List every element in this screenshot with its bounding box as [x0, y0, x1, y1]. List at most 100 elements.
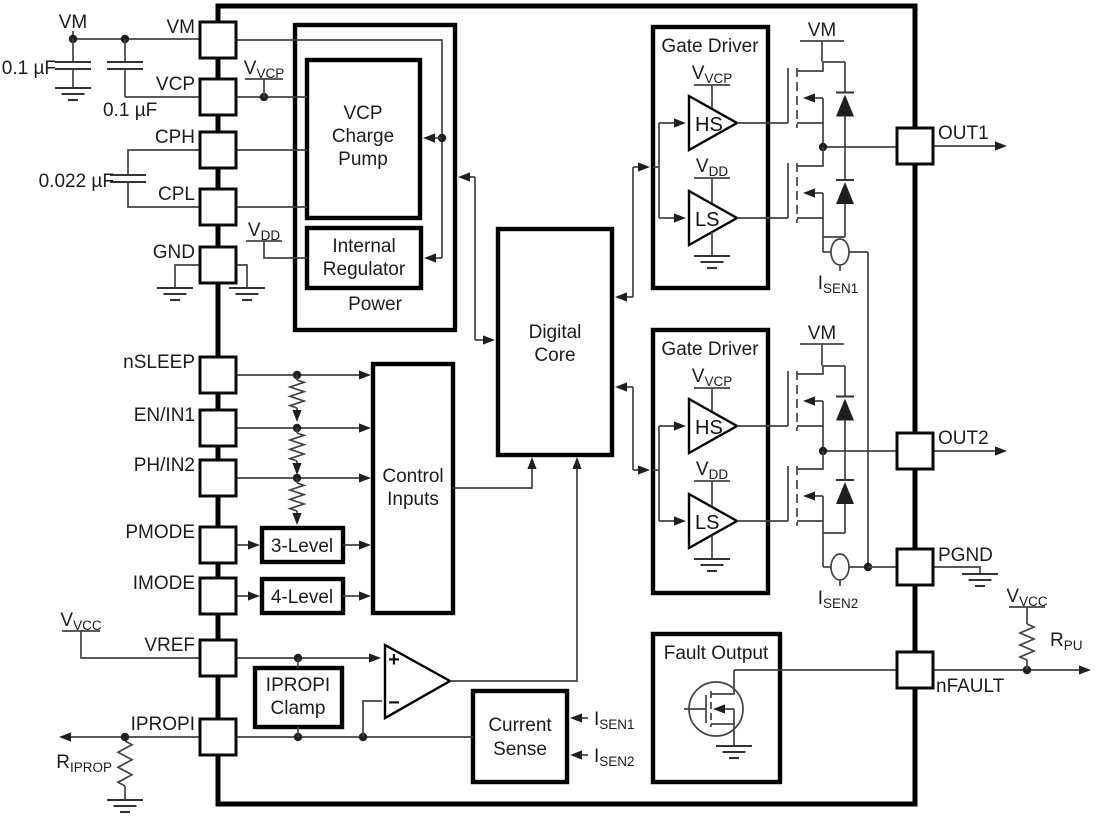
- hs1-mosfet-body-arrow: [803, 93, 815, 103]
- ls1-mosfet-source: [797, 217, 824, 252]
- control-inputs-label: Control: [382, 466, 443, 487]
- control-out-wire: [453, 462, 533, 489]
- cs-isen2-label: ISEN2: [594, 746, 635, 769]
- hb1-vm-label: VM: [808, 20, 837, 41]
- pin-vcp: [198, 77, 238, 117]
- current-sense-label: Current: [488, 715, 552, 736]
- comparator-minus: −: [388, 692, 400, 714]
- pin-ipropi-label: IPROPI: [131, 714, 195, 735]
- arrowhead: [483, 335, 495, 345]
- pin-out2-label: OUT2: [938, 428, 989, 449]
- isen1-label: ISEN1: [818, 273, 859, 296]
- charge-pump-label: Charge: [332, 126, 394, 147]
- digital-core-label: Core: [534, 345, 575, 366]
- pin-vm: [198, 20, 238, 60]
- block-internal-regulator: [304, 225, 424, 291]
- arrowhead: [1079, 665, 1091, 675]
- pin-gnd: [198, 245, 238, 285]
- arrowhead: [369, 653, 381, 663]
- vvcp-tap-label: VVCP: [244, 58, 284, 81]
- rpu-resistor: [1017, 623, 1037, 661]
- pin-gnd-label: GND: [153, 242, 195, 263]
- isen1-sensor-icon: [830, 238, 850, 266]
- vm-internal-rail: [236, 39, 443, 258]
- block-digital-core: [495, 226, 615, 458]
- pin-ipropi: [198, 717, 238, 757]
- fault-source: [711, 723, 735, 745]
- fault-body-arrow: [713, 704, 725, 714]
- isen2-label: ISEN2: [818, 588, 859, 611]
- internal-regulator-label: Internal: [332, 236, 395, 257]
- power-label: Power: [348, 294, 403, 315]
- ls2-mosfet-body-arrow: [803, 491, 815, 501]
- hs2-mosfet-source: [797, 425, 824, 451]
- pin-pgnd-label: PGND: [938, 545, 993, 566]
- pin-vcp-label: VCP: [156, 74, 195, 95]
- hs2-mosfet-body-arrow: [803, 396, 815, 406]
- ls2-mosfet-drain: [797, 451, 824, 470]
- pin-en-in1-label: EN/IN1: [134, 405, 195, 426]
- ls2-body-diode-triangle: [836, 482, 854, 504]
- hs2-body-diode-triangle: [836, 398, 854, 421]
- arrowhead: [424, 253, 436, 263]
- digital-core-label: Digital: [529, 322, 582, 343]
- hs2-mosfet-drain: [797, 366, 824, 375]
- pin-imode-label: IMODE: [133, 573, 195, 594]
- arrowhead: [995, 446, 1007, 456]
- block-control-inputs: [370, 361, 456, 616]
- ls2-mosfet-source: [797, 520, 824, 567]
- pin-ph-in2: [198, 458, 238, 498]
- gd1-vvcp-label: VVCP: [692, 63, 732, 86]
- charge-pump-label: Pump: [338, 149, 388, 170]
- cap2-value-label: 0.1 µF: [103, 100, 157, 121]
- arrowhead: [248, 591, 260, 601]
- pin-cpl: [198, 187, 238, 227]
- pin-out1-label: OUT1: [938, 123, 989, 144]
- ipropi-clamp-label: Clamp: [271, 698, 326, 719]
- arrowhead: [359, 473, 371, 483]
- arrowhead: [359, 370, 371, 380]
- block-gate-driver-2: [650, 327, 771, 596]
- ls2-driver-triangle: [687, 491, 740, 551]
- gnd-wire: [174, 264, 200, 287]
- cs-isen1-label: ISEN1: [594, 709, 635, 732]
- block-gate-driver-1: [650, 24, 771, 291]
- block-current-sense: [470, 688, 570, 785]
- internal-regulator-label: Regulator: [323, 259, 406, 280]
- gd1-vdd-label: VDD: [696, 156, 728, 179]
- arrowhead: [248, 540, 260, 550]
- ls1-label: LS: [695, 209, 719, 231]
- pin-nfault: [895, 650, 935, 690]
- hs1-mosfet-source: [797, 122, 824, 147]
- arrowhead: [359, 591, 371, 601]
- pin-cph: [198, 130, 238, 170]
- block-ipropi-clamp: [252, 665, 345, 730]
- arrowhead: [674, 516, 686, 526]
- arrowhead: [570, 750, 582, 760]
- cap3-value-label: 0.022 µF: [39, 171, 114, 192]
- pulldown-resistor: [287, 432, 307, 462]
- block-vcp-charge-pump: [304, 57, 423, 221]
- hs1-body-diode-triangle: [836, 94, 854, 117]
- pin-pmode-label: PMODE: [125, 522, 195, 543]
- pin-cph-label: CPH: [155, 127, 195, 148]
- cph-ext-wire: [127, 149, 200, 175]
- fault-output-label: Fault Output: [664, 643, 769, 664]
- cap1-value-label: 0.1 µF: [2, 58, 56, 79]
- vvcc-tap-label: VVCC: [60, 610, 101, 633]
- gate-driver-2-label: Gate Driver: [661, 339, 759, 360]
- arrowhead: [527, 457, 537, 469]
- arrowhead: [995, 141, 1007, 151]
- arrowhead: [674, 118, 686, 128]
- four-level-label: 4-Level: [271, 587, 333, 608]
- pulldown-arrow: [292, 513, 302, 525]
- hb2-vm-label: VM: [808, 323, 837, 344]
- arrowhead: [674, 213, 686, 223]
- block-4-level: [259, 576, 346, 616]
- cpl-ext-wire: [127, 182, 200, 208]
- hs2-label: HS: [695, 417, 723, 439]
- riprop-resistor: [116, 740, 134, 787]
- ls1-driver-triangle: [687, 188, 740, 248]
